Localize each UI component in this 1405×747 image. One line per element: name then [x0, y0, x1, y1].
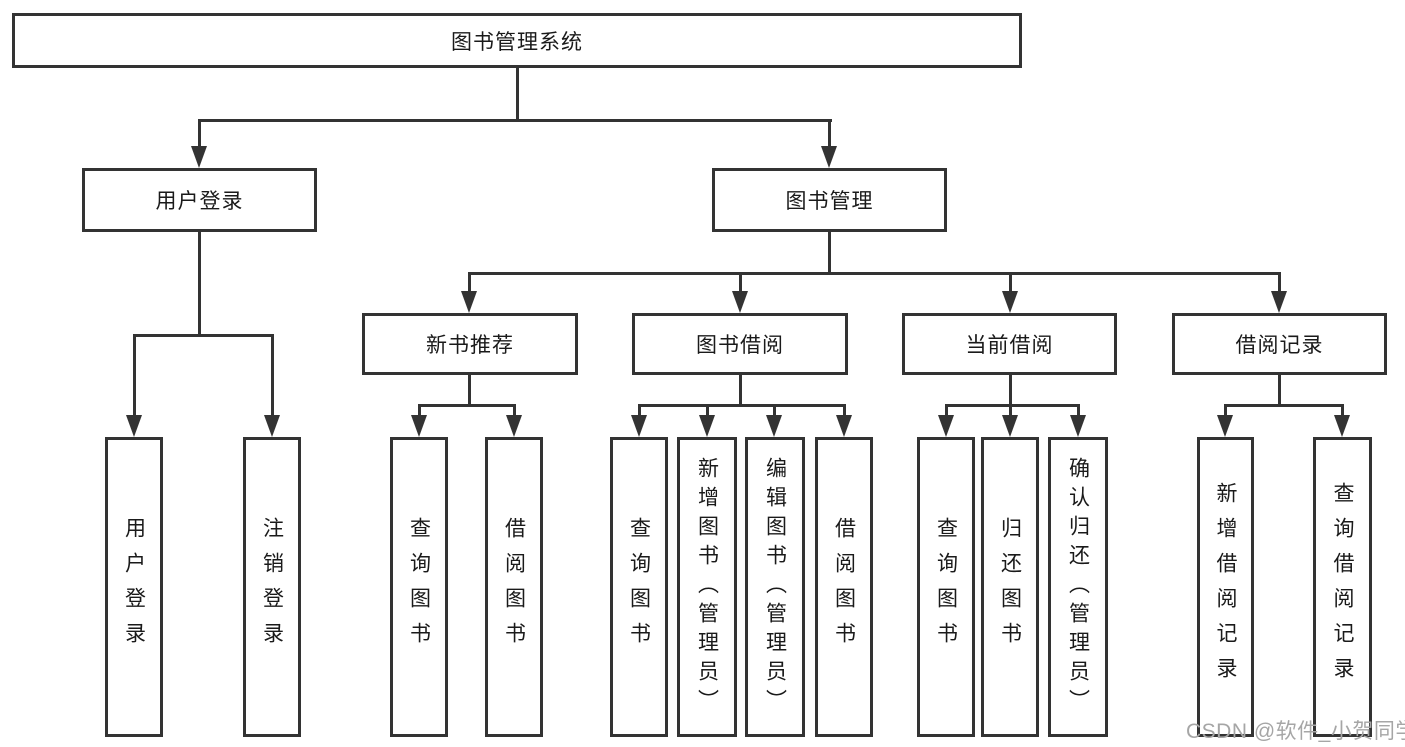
connector-line — [828, 230, 831, 274]
node-borrowing-records: 借阅记录 — [1172, 313, 1387, 375]
connector-line — [516, 68, 519, 121]
leaf-label: 查询图书 — [934, 517, 958, 657]
connector-line — [1009, 375, 1012, 417]
connector-line — [513, 404, 516, 417]
leaf-label: 归还图书 — [998, 517, 1022, 657]
connector-line — [706, 404, 709, 417]
arrow-down-icon — [699, 415, 715, 437]
leaf-borrow-books-borrowing: 借阅图书 — [815, 437, 873, 737]
leaf-confirm-return-admin: 确认归还（管理员） — [1048, 437, 1108, 737]
connector-line — [1278, 272, 1281, 292]
arrow-down-icon — [631, 415, 647, 437]
leaf-label: 新增图书（管理员） — [695, 456, 719, 718]
connector-line — [198, 119, 832, 122]
leaf-label: 借阅图书 — [832, 517, 856, 657]
connector-line — [1077, 404, 1080, 417]
leaf-user-login: 用户登录 — [105, 437, 163, 737]
arrow-down-icon — [1334, 415, 1350, 437]
arrow-down-icon — [836, 415, 852, 437]
node-label: 图书管理 — [785, 190, 874, 213]
leaf-label: 用户登录 — [122, 517, 146, 657]
connector-line — [739, 375, 742, 406]
arrow-down-icon — [461, 291, 477, 313]
connector-line — [418, 404, 516, 407]
node-book-management: 图书管理 — [712, 168, 947, 232]
connector-line — [133, 334, 274, 337]
connector-line — [638, 404, 846, 407]
leaf-label: 注销登录 — [260, 517, 284, 657]
leaf-query-borrowing-record: 查询借阅记录 — [1313, 437, 1372, 737]
node-user-login: 用户登录 — [82, 168, 317, 232]
leaf-label: 查询借阅记录 — [1331, 482, 1354, 692]
connector-line — [468, 375, 471, 406]
arrow-down-icon — [938, 415, 954, 437]
connector-line — [468, 272, 1281, 275]
connector-line — [468, 272, 471, 292]
arrow-down-icon — [732, 291, 748, 313]
node-label: 图书管理系统 — [451, 30, 583, 54]
leaf-add-borrowing-record: 新增借阅记录 — [1197, 437, 1254, 737]
leaf-borrow-books-recommend: 借阅图书 — [485, 437, 543, 737]
connector-line — [271, 334, 274, 416]
leaf-query-books-current: 查询图书 — [917, 437, 975, 737]
arrow-down-icon — [1002, 291, 1018, 313]
leaf-add-books-admin: 新增图书（管理员） — [677, 437, 737, 737]
connector-line — [945, 404, 1080, 407]
leaf-return-books: 归还图书 — [981, 437, 1039, 737]
connector-line — [1224, 404, 1227, 417]
arrow-down-icon — [1002, 415, 1018, 437]
leaf-label: 查询图书 — [627, 517, 651, 657]
arrow-down-icon — [1271, 291, 1287, 313]
arrow-down-icon — [264, 415, 280, 437]
node-label: 图书借阅 — [696, 334, 784, 357]
connector-line — [198, 232, 201, 336]
leaf-label: 编辑图书（管理员） — [763, 456, 787, 718]
arrow-down-icon — [1070, 415, 1086, 437]
node-current-borrowing: 当前借阅 — [902, 313, 1117, 375]
node-label: 新书推荐 — [426, 334, 514, 357]
arrow-down-icon — [191, 146, 207, 168]
arrow-down-icon — [506, 415, 522, 437]
connector-line — [739, 272, 742, 292]
node-library-management-system: 图书管理系统 — [12, 13, 1022, 68]
node-book-borrowing: 图书借阅 — [632, 313, 848, 375]
arrow-down-icon — [1217, 415, 1233, 437]
leaf-label: 新增借阅记录 — [1214, 482, 1237, 692]
leaf-edit-books-admin: 编辑图书（管理员） — [745, 437, 805, 737]
leaf-query-books-borrowing: 查询图书 — [610, 437, 668, 737]
arrow-down-icon — [821, 146, 837, 168]
leaf-logout: 注销登录 — [243, 437, 301, 737]
leaf-label: 借阅图书 — [502, 517, 526, 657]
connector-line — [1278, 375, 1281, 406]
connector-line — [843, 404, 846, 417]
connector-line — [638, 404, 641, 417]
connector-line — [945, 404, 948, 417]
connector-line — [828, 119, 831, 149]
arrow-down-icon — [766, 415, 782, 437]
arrow-down-icon — [411, 415, 427, 437]
connector-line — [418, 404, 421, 417]
csdn-watermark: CSDN @软件_小贺同学 — [1186, 720, 1405, 743]
leaf-label: 确认归还（管理员） — [1066, 456, 1090, 718]
connector-line — [1009, 272, 1012, 292]
connector-line — [133, 334, 136, 416]
node-new-book-recommendation: 新书推荐 — [362, 313, 578, 375]
arrow-down-icon — [126, 415, 142, 437]
connector-line — [198, 119, 201, 149]
node-label: 当前借阅 — [965, 334, 1054, 357]
node-label: 用户登录 — [155, 190, 244, 213]
node-label: 借阅记录 — [1235, 334, 1324, 357]
connector-line — [773, 404, 776, 417]
leaf-query-books-recommend: 查询图书 — [390, 437, 448, 737]
connector-line — [1341, 404, 1344, 417]
leaf-label: 查询图书 — [407, 517, 431, 657]
connector-line — [1224, 404, 1344, 407]
